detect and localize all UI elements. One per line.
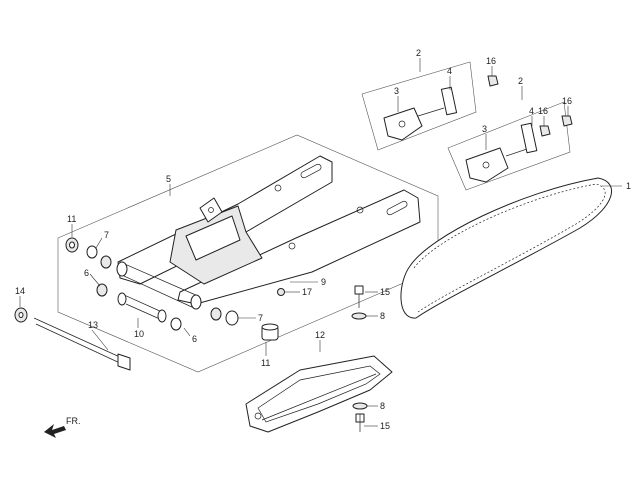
callout-5: 5 (166, 174, 171, 184)
callout-11-left: 11 (67, 214, 76, 224)
callout-3-lower: 3 (482, 124, 487, 134)
callout-16-right: 16 (562, 96, 572, 106)
right-bearings (170, 307, 279, 341)
callout-1: 1 (626, 181, 631, 191)
callout-6-left: 6 (84, 268, 89, 278)
callout-6-right: 6 (192, 334, 197, 344)
callout-13: 13 (88, 320, 98, 330)
callout-16-upper: 16 (486, 56, 496, 66)
collar-10 (117, 292, 167, 323)
callout-15-upper: 15 (380, 287, 390, 297)
drive-chain (400, 177, 613, 319)
callout-labels: 1 2 2 3 3 4 4 5 6 6 7 7 8 8 9 10 11 11 1… (15, 48, 631, 431)
callout-2-upper: 2 (416, 48, 421, 58)
callout-11-right: 11 (261, 358, 270, 368)
adjuster-lower (465, 115, 573, 183)
callout-4-lower: 4 (529, 106, 534, 116)
nut-17 (277, 288, 285, 296)
callout-17: 17 (302, 287, 312, 297)
callout-16-mid: 16 (538, 106, 548, 116)
swingarm (116, 155, 421, 310)
callout-3-upper: 3 (394, 86, 399, 96)
left-bearings (65, 237, 112, 297)
direction-indicator: FR. (44, 416, 81, 438)
callout-10: 10 (134, 329, 144, 339)
adjuster-group-lower (447, 101, 571, 191)
callout-12: 12 (315, 330, 325, 340)
chain-slider (245, 355, 393, 433)
callout-4-upper: 4 (447, 66, 452, 76)
pivot-bolt (14, 307, 131, 371)
callout-8-upper: 8 (380, 311, 385, 321)
callout-15-lower: 15 (380, 421, 390, 431)
callout-7-left: 7 (104, 230, 109, 240)
slider-bolt-upper (351, 285, 367, 320)
callout-14: 14 (15, 286, 25, 296)
slider-bolt-lower (352, 402, 368, 432)
leader-lines (19, 58, 622, 427)
callout-9: 9 (321, 277, 326, 287)
callout-2-lower: 2 (518, 76, 523, 86)
callout-7-right: 7 (258, 313, 263, 323)
adjuster-group-upper (361, 61, 477, 151)
direction-label: FR. (66, 416, 81, 426)
adjuster-upper (383, 75, 499, 141)
arrow-down-left-icon (44, 424, 66, 438)
callout-8-lower: 8 (380, 401, 385, 411)
